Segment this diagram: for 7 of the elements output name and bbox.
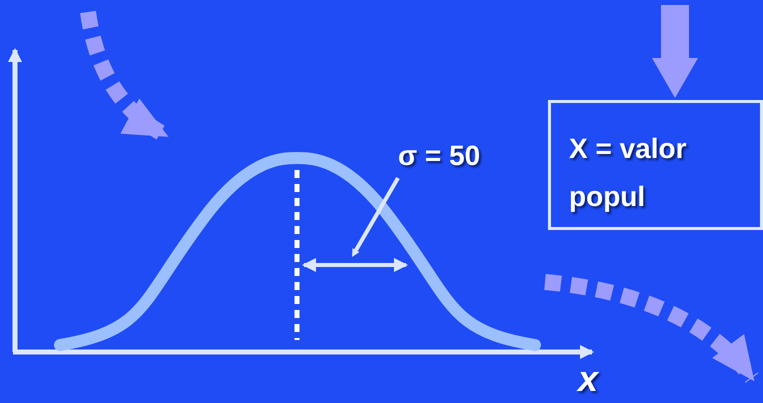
dimension-arrow bbox=[302, 258, 408, 272]
sigma-label: σ = 50 bbox=[398, 140, 480, 172]
definition-text: X = valor popul bbox=[569, 132, 688, 214]
leader-line bbox=[352, 177, 400, 257]
arrow bbox=[652, 5, 698, 98]
definition-box bbox=[548, 100, 763, 230]
axis-label: x bbox=[578, 358, 598, 400]
